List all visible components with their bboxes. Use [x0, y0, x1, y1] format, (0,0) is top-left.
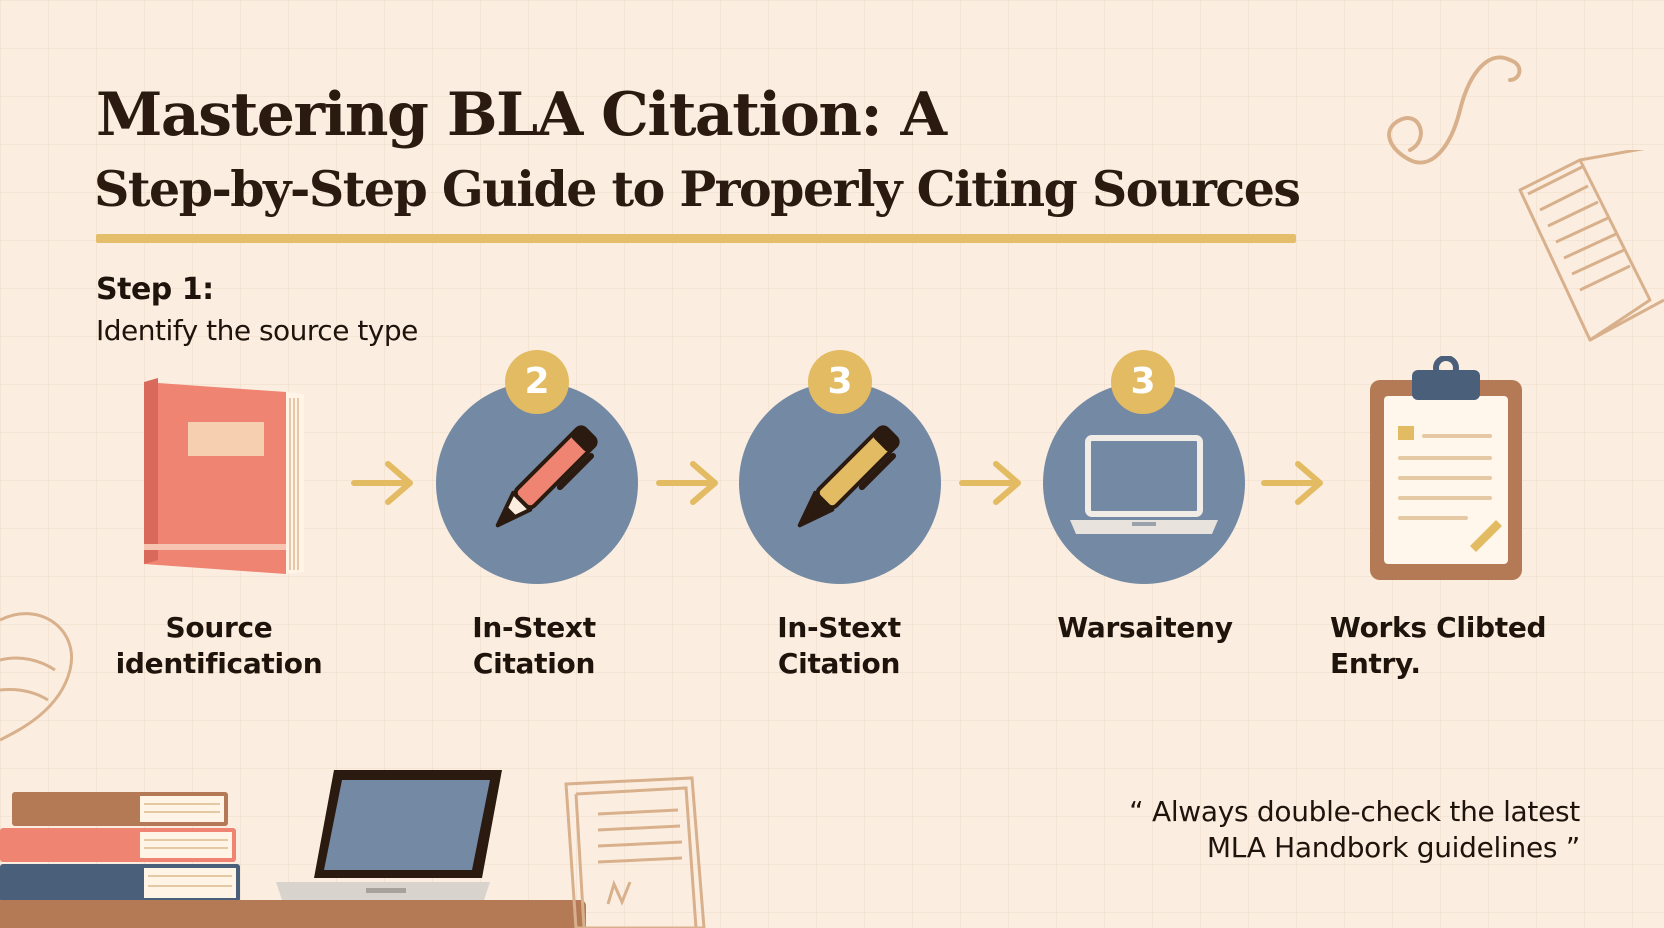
step-heading: Step 1:: [96, 272, 214, 307]
step-2-label-line1: In-Stext: [472, 611, 596, 644]
desk-laptop-icon: [276, 770, 502, 900]
step-3-badge: 3: [808, 350, 872, 414]
open-book-decoration: [1518, 150, 1664, 342]
step-2-label: In-Stext Citation: [404, 610, 664, 682]
step-1-label-line1: Source: [165, 611, 273, 644]
tip-quote: “ Always double-check the latest MLA Han…: [1100, 794, 1580, 866]
book-icon: [144, 378, 304, 574]
quote-line-2: MLA Handbork guidelines ”: [1100, 830, 1580, 866]
open-quote-mark: “: [1129, 795, 1144, 828]
arrow-right-icon: [656, 461, 718, 505]
quote-line-1: “ Always double-check the latest: [1100, 794, 1580, 830]
arrow-right-icon: [351, 461, 413, 505]
page-subtitle: Step-by-Step Guide to Properly Citing So…: [94, 160, 1301, 218]
close-quote-mark: ”: [1565, 831, 1581, 864]
step-1-label: Source identification: [89, 610, 349, 682]
quote-text-1: Always double-check the latest: [1151, 795, 1580, 828]
book-stack-icon: [0, 792, 240, 902]
step-5-label-line2: Entry.: [1330, 647, 1421, 680]
page-title: Mastering BLA Citation: A: [96, 80, 947, 150]
quote-text-2: MLA Handbork guidelines: [1206, 831, 1558, 864]
desk-surface: [0, 900, 586, 928]
step-4-label-line1: Warsaiteny: [1057, 611, 1233, 644]
step-4-label: Warsaiteny: [1015, 610, 1275, 646]
leaf-decoration: [0, 612, 73, 742]
step-5-label-line1: Works Clibted: [1330, 611, 1547, 644]
step-2-label-line2: Citation: [472, 647, 596, 680]
laptop-icon: [1070, 435, 1218, 534]
arrow-right-icon: [1261, 461, 1323, 505]
swirl-decoration: [1387, 55, 1522, 165]
step-3-label: In-Stext Citation: [709, 610, 969, 682]
clipboard-icon: [1370, 356, 1522, 580]
step-3-label-line1: In-Stext: [777, 611, 901, 644]
step-5-label: Works Clibted Entry.: [1330, 610, 1630, 682]
title-underline: [96, 234, 1296, 243]
step-3-label-line2: Citation: [777, 647, 901, 680]
pen-icon: [797, 425, 900, 528]
step-4-badge: 3: [1111, 350, 1175, 414]
pen-icon: [495, 425, 598, 528]
step-1-label-line2: identification: [115, 647, 323, 680]
step-description: Identify the source type: [96, 314, 418, 347]
step-2-badge: 2: [505, 350, 569, 414]
document-icon: [564, 776, 706, 928]
arrow-right-icon: [959, 461, 1021, 505]
